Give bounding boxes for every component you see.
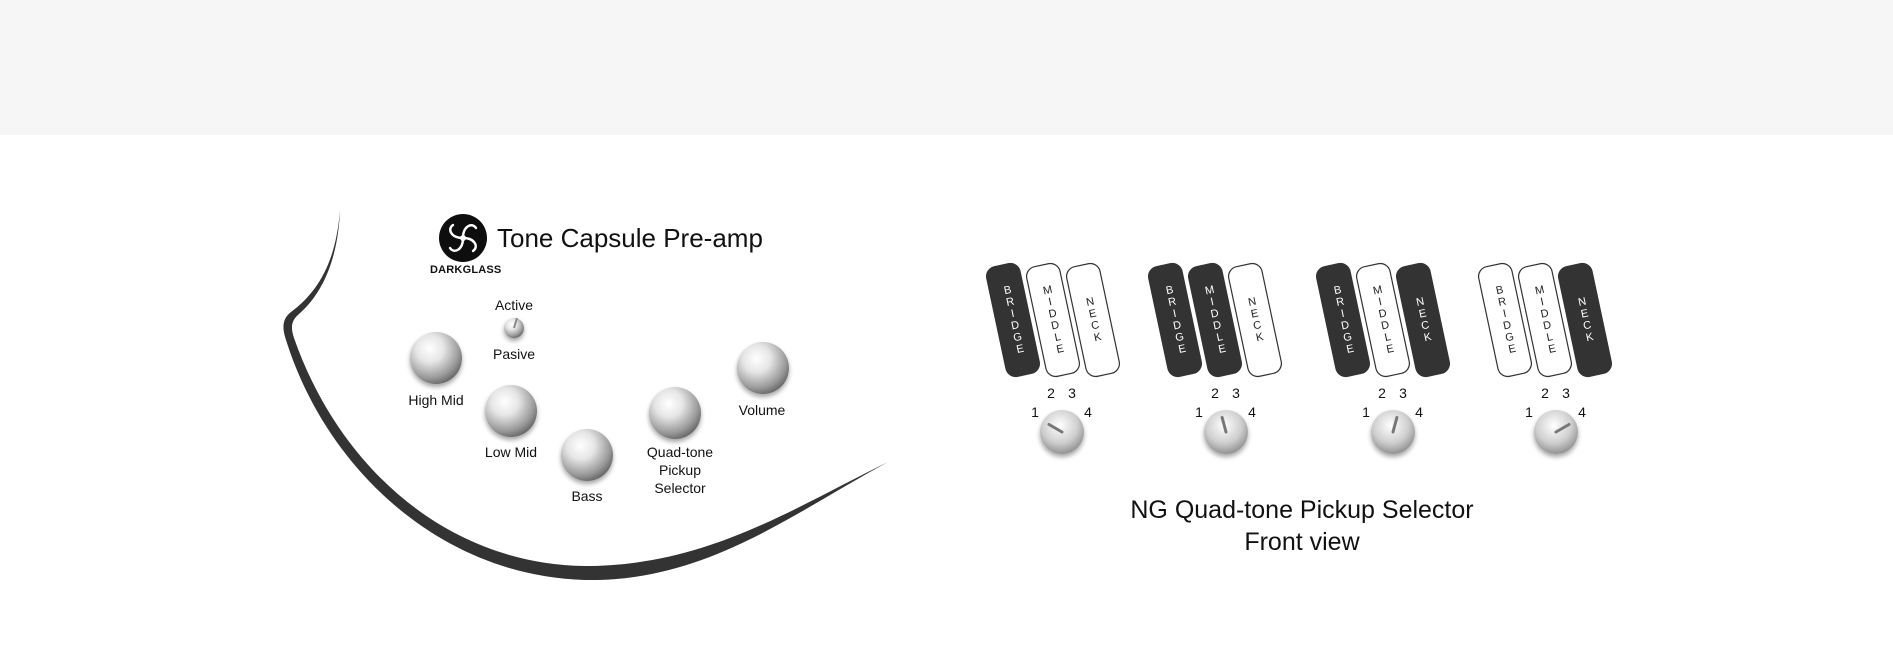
position-label-4-group-2: 4: [1248, 404, 1256, 420]
position-label-3-group-1: 3: [1068, 385, 1076, 401]
pickup-bridge-group-3: [1315, 262, 1371, 378]
selector-pointer-group-1: [1047, 423, 1064, 434]
switch-lever: [513, 317, 518, 329]
pickup-bridge-group-1: [985, 262, 1041, 378]
quad-tone-knob[interactable]: [649, 387, 701, 439]
position-label-1-group-3: 1: [1362, 404, 1370, 420]
pickup-middle-group-3: [1355, 262, 1411, 378]
selector-caption: NG Quad-tone Pickup Selector Front view: [1130, 494, 1473, 558]
caption-line-1: NG Quad-tone Pickup Selector: [1130, 496, 1474, 524]
high-mid-knob[interactable]: [410, 332, 462, 384]
guitar-body-outline: [283, 210, 888, 581]
quad-tone-label: Quad-tone Pickup Selector: [646, 444, 714, 496]
pickup-middle-group-1: [1025, 262, 1081, 378]
brand-name: DARKGLASS: [430, 264, 502, 276]
position-label-1-group-1: 1: [1031, 404, 1039, 420]
position-label-3-group-3: 3: [1399, 385, 1407, 401]
pickup-neck-group-4: [1557, 262, 1613, 378]
switch-active-label: Active: [494, 297, 534, 313]
volume-label: Volume: [738, 402, 786, 418]
position-label-2-group-3: 2: [1378, 385, 1386, 401]
caption-line-2: Front view: [1244, 528, 1360, 556]
selector-groups: [985, 262, 1613, 454]
selector-pointer-group-2: [1220, 416, 1228, 434]
volume-knob[interactable]: [737, 342, 789, 394]
position-label-2-group-4: 2: [1541, 385, 1549, 401]
position-label-4-group-1: 4: [1084, 404, 1092, 420]
position-label-4-group-4: 4: [1578, 404, 1586, 420]
position-label-2-group-1: 2: [1047, 385, 1055, 401]
pickup-neck-group-3: [1395, 262, 1451, 378]
pickup-neck-group-2: [1227, 262, 1283, 378]
pickup-bridge-group-4: [1477, 262, 1533, 378]
selector-pointer-group-4: [1554, 423, 1571, 434]
bass-knob[interactable]: [561, 429, 613, 481]
position-label-3-group-2: 3: [1232, 385, 1240, 401]
bass-label: Bass: [571, 488, 603, 504]
preamp-title: Tone Capsule Pre-amp: [497, 223, 763, 253]
position-label-4-group-3: 4: [1415, 404, 1423, 420]
pickup-middle-group-2: [1187, 262, 1243, 378]
top-band: [0, 0, 1893, 135]
selector-pointer-group-3: [1391, 416, 1399, 434]
position-label-1-group-2: 1: [1195, 404, 1203, 420]
pickup-neck-group-1: [1065, 262, 1121, 378]
low-mid-knob[interactable]: [485, 385, 537, 437]
position-label-2-group-2: 2: [1211, 385, 1219, 401]
position-label-3-group-4: 3: [1562, 385, 1570, 401]
low-mid-label: Low Mid: [484, 444, 538, 460]
darkglass-logo-icon: [439, 214, 487, 262]
position-label-1-group-4: 1: [1525, 404, 1533, 420]
pickup-bridge-group-2: [1147, 262, 1203, 378]
high-mid-label: High Mid: [408, 392, 464, 408]
switch-passive-label: Pasive: [492, 346, 536, 362]
pickup-middle-group-4: [1517, 262, 1573, 378]
